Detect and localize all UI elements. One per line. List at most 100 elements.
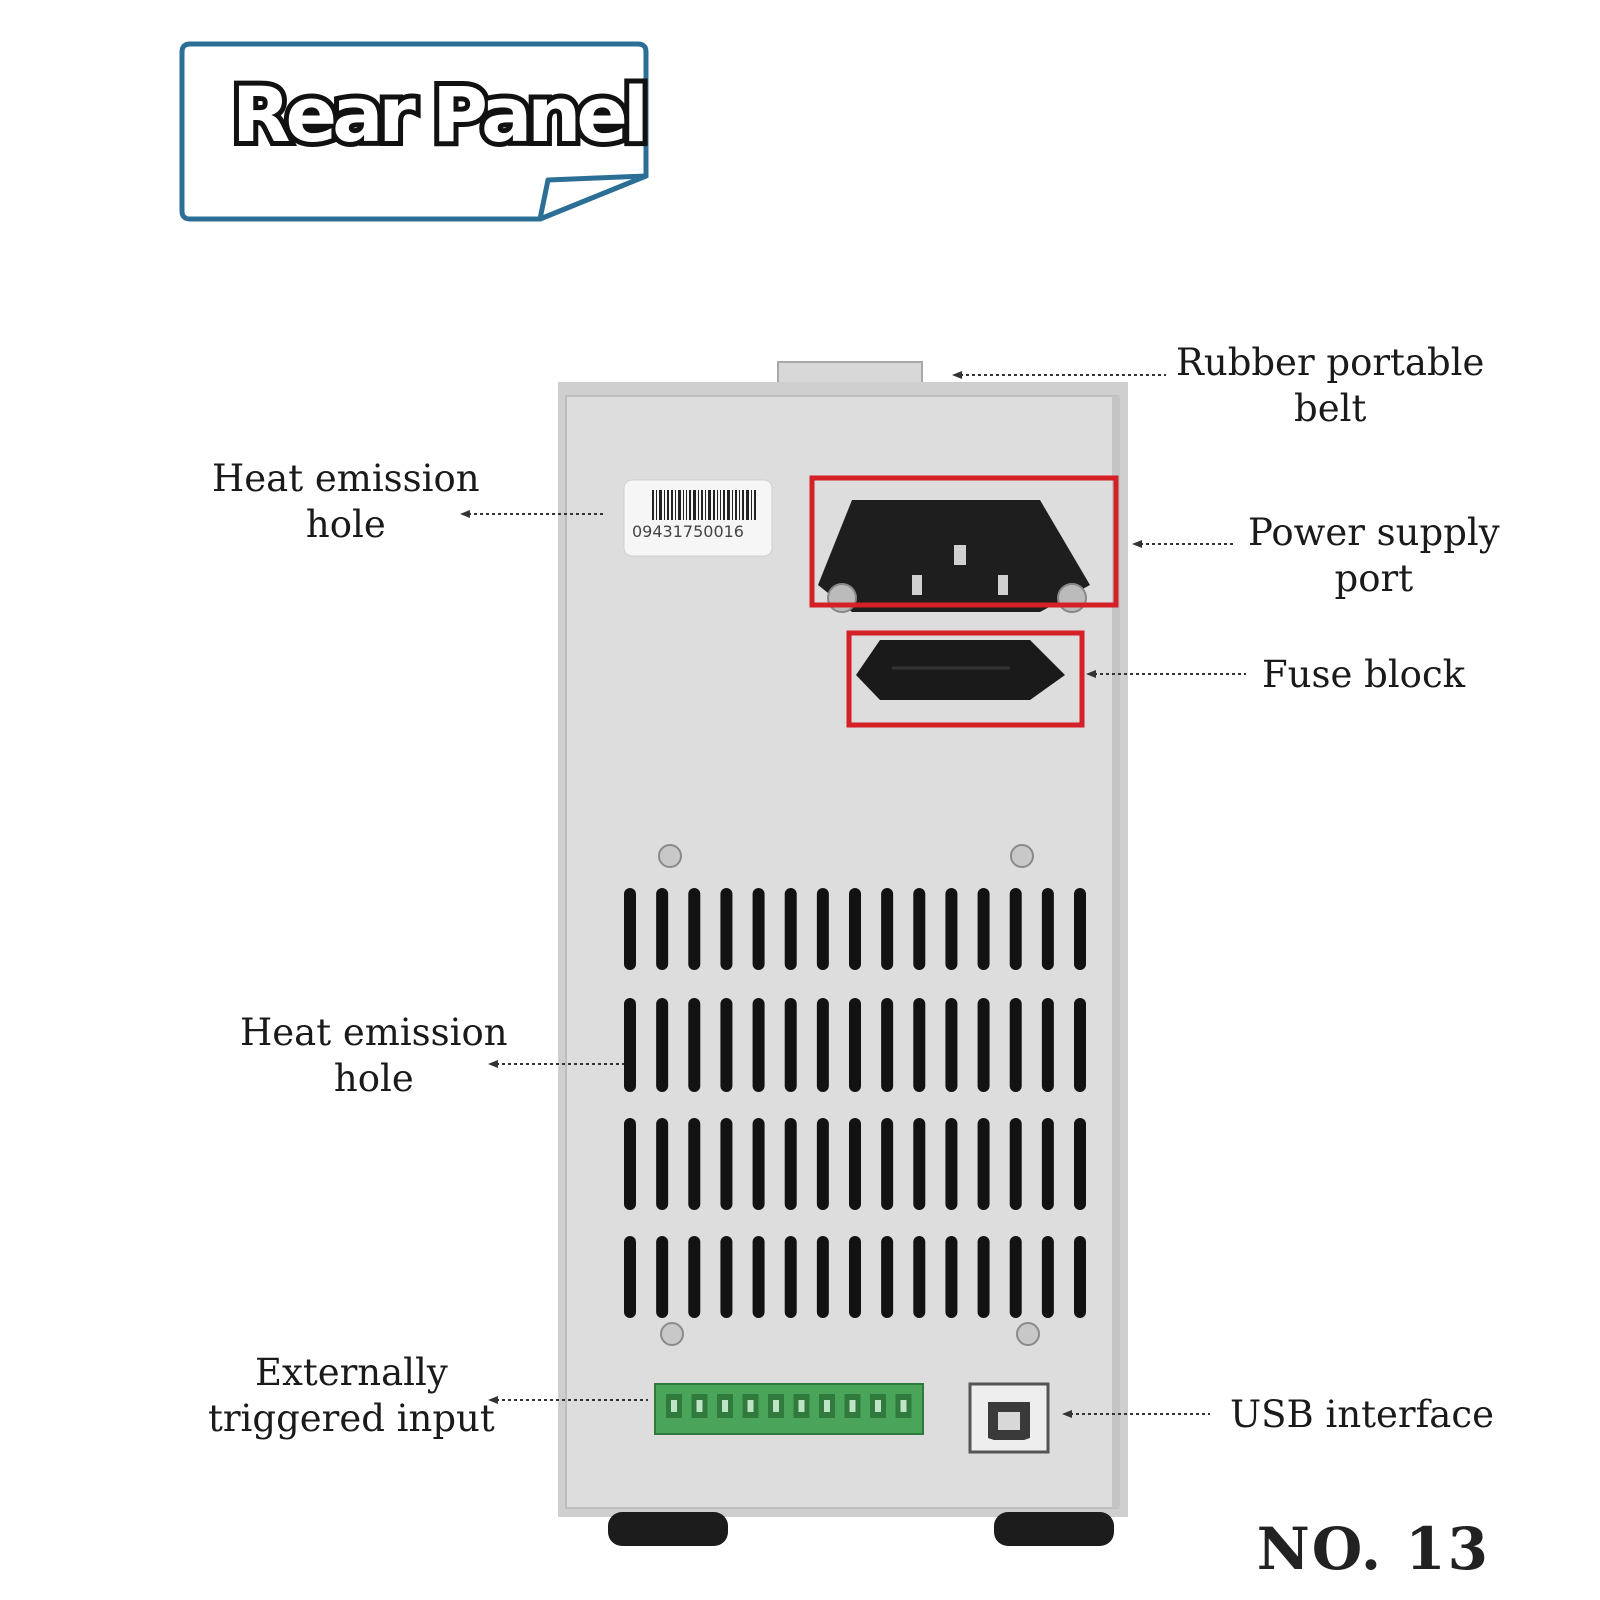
barcode-bar [754,490,756,520]
leader-arrows [460,371,1142,1418]
label-fuse-block: Fuse block [1262,653,1466,696]
vent-slot [688,998,701,1092]
barcode-bar [678,490,681,520]
barcode-bar [713,490,715,520]
barcode-bar [671,490,673,520]
vent-slot [881,1236,894,1318]
vent-slot [720,1118,733,1210]
vent-slot [720,888,733,970]
vent-slot [656,1118,669,1210]
vent-slot [816,888,829,970]
vent-slot [1009,1118,1022,1210]
vent-slot [720,998,733,1092]
vent-slot [784,1118,797,1210]
vent-slot [784,888,797,970]
barcode-bar [701,490,703,520]
vent-slot [1041,1236,1054,1318]
vent-slot [784,1236,797,1318]
right-foot [994,1512,1114,1546]
barcode-bar [698,490,699,520]
barcode-bar [742,490,744,520]
serial-number: 09431750016 [632,522,744,541]
vent-slot [1074,1118,1086,1210]
vent-slot [1009,998,1022,1092]
vent-slot [913,1236,926,1318]
terminal-screw [849,1400,856,1412]
terminal-screw [798,1400,805,1412]
vent-slot [816,1236,829,1318]
barcode-bar [751,490,752,520]
barcode [652,490,756,520]
vent-slot [624,888,636,970]
terminal-screw [747,1400,754,1412]
terminal-screw [824,1400,830,1412]
vent-slot [752,1236,765,1318]
vent-slot [977,1236,990,1318]
vent-slot [1041,1118,1054,1210]
usb-port [968,1382,1050,1454]
vent-slot [784,998,797,1092]
vent-slot [913,888,926,970]
barcode-bar [705,490,706,520]
vent-slot [881,998,894,1092]
vent-slot [656,1236,669,1318]
vent-slot [945,1118,958,1210]
vent-slot [849,888,861,970]
vent-slot [1009,1236,1022,1318]
vent-slot [881,1118,894,1210]
vent-slot [624,1118,636,1210]
barcode-bar [708,490,711,520]
vent-slot [945,888,958,970]
barcode-bar [664,490,665,520]
barcode-bar [732,490,733,520]
label-usb-interface: USB interface [1230,1393,1494,1436]
page-title-outline: Rear Panel [227,65,654,164]
barcode-bar [689,490,691,520]
barcode-bar [652,490,654,520]
terminal-screw [696,1400,703,1412]
vent-slot [624,998,636,1092]
barcode-bar [656,490,657,520]
barcode-bar [675,490,676,520]
barcode-bar [667,490,669,520]
vent-slot [656,998,669,1092]
barcode-bar [739,490,740,520]
vent-slot [849,1118,861,1210]
vent-slot [849,998,861,1092]
vent-slot [977,888,990,970]
title-card [179,41,649,222]
power-inlet [818,500,1090,613]
vent-slot [913,1118,926,1210]
vent-slot [624,1236,636,1318]
vent-slot [977,998,990,1092]
vent-slot [656,888,669,970]
vent-slot [688,1118,701,1210]
barcode-bar [659,490,662,520]
left-foot [608,1512,728,1546]
page-title: Rear Panel [232,70,649,159]
vent-slot [977,1118,990,1210]
barcode-sticker [623,479,773,557]
terminal-screw [900,1400,907,1412]
barcode-bar [686,490,687,520]
vent-slot [1074,1236,1086,1318]
vent-slot [1074,888,1086,970]
vent-slot [752,1118,765,1210]
vent-slot [945,1236,958,1318]
terminal-block [654,1383,924,1435]
vent-slot [816,1118,829,1210]
terminal-screw [773,1400,779,1412]
vent-slot [688,888,701,970]
vent-slot [720,1236,733,1318]
power-port-highlight [809,475,1119,608]
vent-slot [881,888,894,970]
barcode-bar [723,490,725,520]
fuse-block-highlight [846,630,1085,728]
barcode-bar [735,490,737,520]
barcode-bar [720,490,721,520]
